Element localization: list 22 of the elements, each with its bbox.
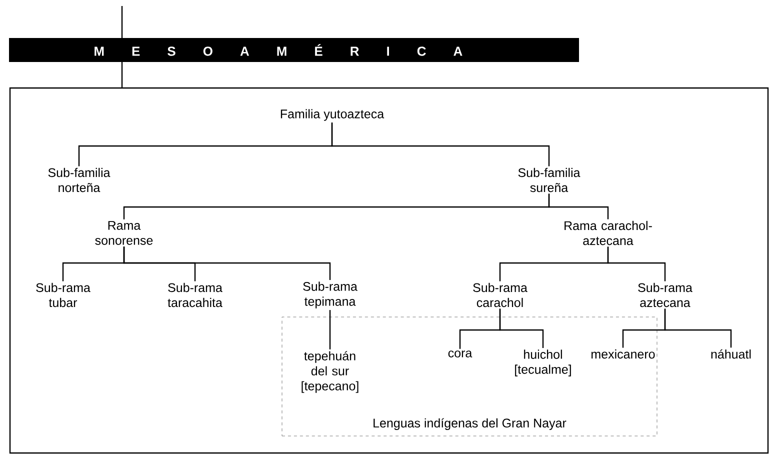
- term-label: Rama carachol-aztecana: [564, 220, 652, 246]
- tree-connector: [331, 122, 550, 166]
- term-label: Sub-rama taracahita: [168, 282, 222, 308]
- tree-connector: [499, 308, 544, 348]
- title-banner: M E S O A M É R I C A: [9, 38, 579, 62]
- term-label: náhuatl: [711, 349, 751, 359]
- term-label: Sub-familia sureña: [518, 168, 580, 192]
- tree-connector: [607, 246, 666, 282]
- term-label: Sub-rama aztecana: [638, 282, 692, 308]
- term-label: tepehuán del sur [tepecano]: [302, 351, 358, 393]
- tree-connector: [329, 310, 331, 350]
- term-label: Rama sonorense: [95, 221, 153, 245]
- term-label: Sub-rama tubar: [36, 282, 90, 308]
- tree-connector: [664, 308, 732, 348]
- term-label: Sub-rama tepimana: [303, 282, 358, 308]
- term-label: Sub-familia norteña: [48, 168, 110, 192]
- term-label: huichol [tecualme]: [515, 350, 571, 376]
- term-label: Familia yutoazteca: [280, 109, 384, 121]
- tree-connector: [123, 246, 331, 280]
- term-label: cora: [448, 350, 472, 358]
- tree-connector: [548, 194, 609, 220]
- term-label: Sub-rama carachol: [473, 282, 528, 308]
